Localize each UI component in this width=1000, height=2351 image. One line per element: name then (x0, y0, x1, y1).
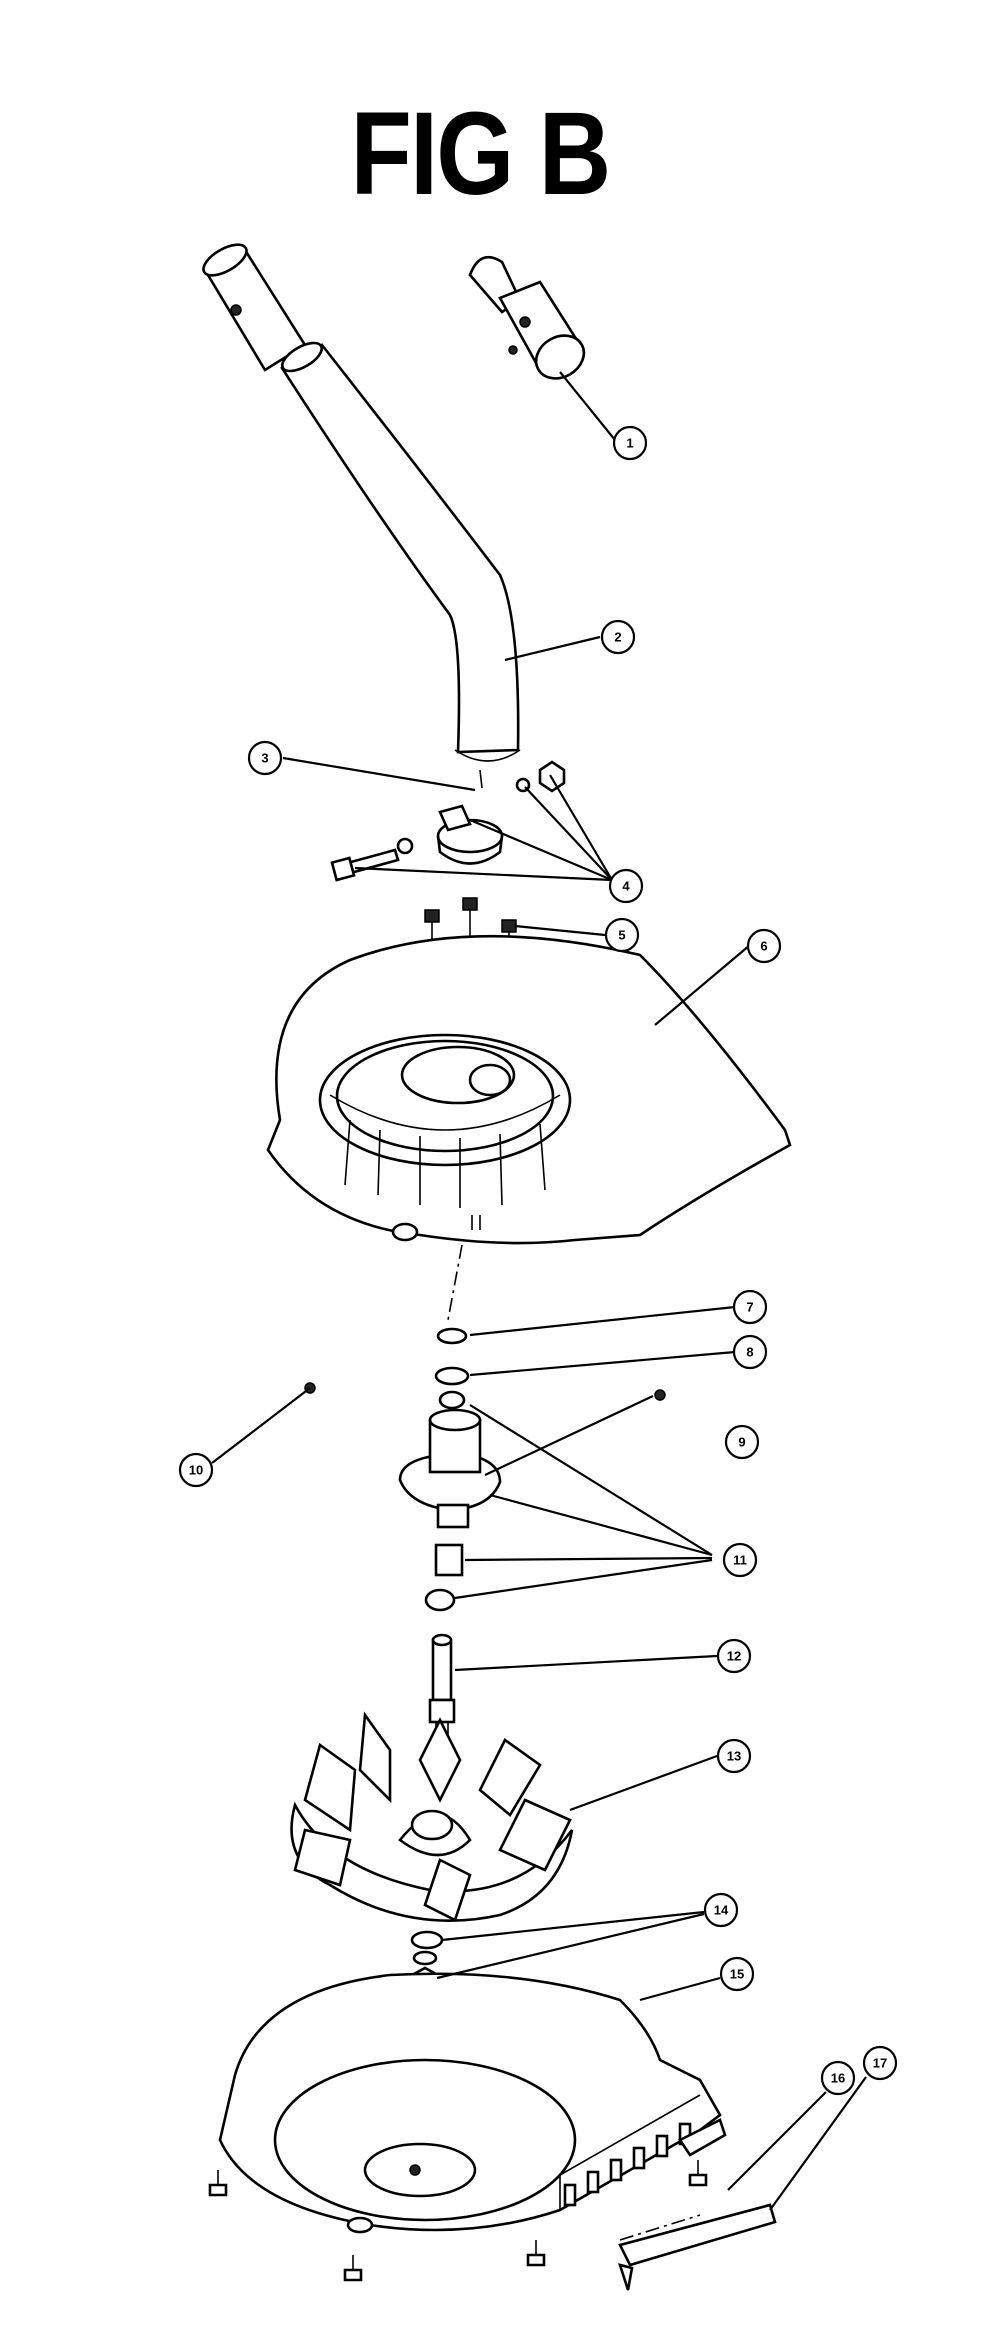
callout-label: 15 (730, 1967, 744, 1982)
callout-14: 14 (703, 1892, 739, 1928)
drive-shaft (428, 1633, 456, 1740)
callout-label: 12 (727, 1649, 741, 1664)
callout-10: 10 (178, 1452, 214, 1488)
callout-label: 3 (261, 751, 268, 766)
callout-label: 1 (626, 436, 633, 451)
callout-13: 13 (716, 1738, 752, 1774)
lower-blower-housing (218, 1972, 727, 2234)
tube-clamp-hardware (330, 760, 566, 882)
callout-8: 8 (732, 1334, 768, 1370)
callout-17: 17 (862, 2045, 898, 2081)
callout-2: 2 (600, 619, 636, 655)
hub-assembly (304, 1327, 666, 1612)
upper-blower-housing (266, 934, 792, 1245)
callout-6: 6 (746, 928, 782, 964)
callout-leaders (211, 371, 867, 2211)
callout-11: 11 (722, 1542, 758, 1578)
callout-label: 7 (746, 1300, 753, 1315)
callout-label: 11 (733, 1553, 747, 1568)
callout-label: 10 (189, 1463, 203, 1478)
callout-12: 12 (716, 1638, 752, 1674)
callout-label: 13 (727, 1749, 741, 1764)
callout-15: 15 (719, 1956, 755, 1992)
callout-label: 9 (738, 1435, 745, 1450)
callout-label: 17 (873, 2056, 887, 2071)
callout-label: 2 (614, 630, 621, 645)
callout-label: 6 (760, 939, 767, 954)
callout-7: 7 (732, 1289, 768, 1325)
callout-9: 9 (724, 1424, 760, 1460)
impeller-fan (290, 1711, 574, 1923)
callout-label: 5 (618, 928, 625, 943)
callout-label: 16 (831, 2071, 845, 2086)
callout-label: 14 (714, 1903, 729, 1918)
blower-tube (202, 243, 521, 789)
callout-1: 1 (612, 425, 648, 461)
housing-bottom-fasteners (208, 2160, 777, 2291)
callout-4: 4 (608, 868, 644, 904)
callout-3: 3 (247, 740, 283, 776)
callout-5: 5 (604, 917, 640, 953)
callout-label: 8 (746, 1345, 753, 1360)
callout-16: 16 (820, 2060, 856, 2096)
assembly-axis-upper (447, 1244, 463, 1321)
tube-adapter (468, 255, 586, 380)
figure-title: FIG B (350, 88, 612, 220)
callout-label: 4 (622, 879, 630, 894)
